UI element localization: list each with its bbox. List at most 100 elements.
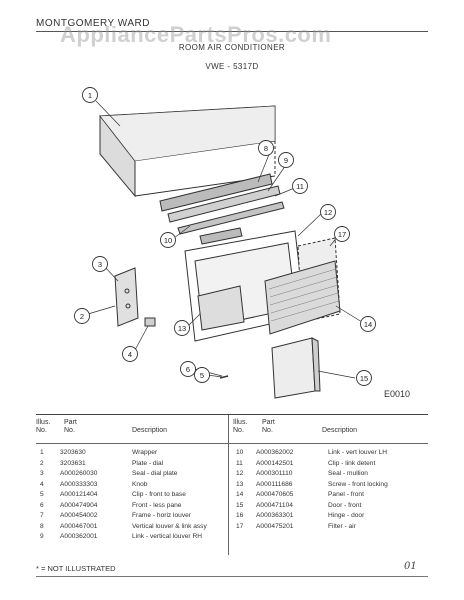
table-row: 15 A000471104 Door - front (232, 502, 422, 510)
front-panel-drawing (264, 237, 341, 335)
callout-4: 4 (122, 346, 138, 362)
callout-label: 17 (338, 230, 346, 239)
col-header-part-right: Part No. (262, 419, 275, 434)
part-description: Clip - link detent (328, 459, 376, 467)
part-description: Seal - mullion (328, 470, 368, 477)
table-row: 11 A000142501 Clip - link detent (232, 460, 422, 468)
part-description: Screw - front locking (328, 480, 388, 488)
table-row: 16 A000363301 Hinge - door (232, 512, 422, 520)
part-description: Seal - dial plate (132, 470, 178, 477)
bottom-rule (36, 576, 428, 577)
callout-11: 11 (292, 178, 308, 194)
part-number: A000363301 (256, 512, 294, 519)
callout-2: 2 (74, 308, 90, 324)
site-watermark: AppliancePartsPros.com (60, 22, 332, 47)
callout-13: 13 (174, 320, 190, 336)
part-description: Filter - air (328, 522, 356, 530)
table-row: 7 A000454002 Frame - horiz louver (36, 512, 226, 520)
table-row: 8 A000467001 Vertical louver & link assy (36, 523, 226, 531)
part-number: A000111686 (256, 480, 293, 488)
item-number: 8 (40, 522, 44, 530)
callout-label: 3 (98, 260, 102, 269)
table-column-divider (228, 415, 229, 555)
callout-label: 9 (284, 156, 288, 165)
col-header-item: Illus. No. (36, 419, 51, 434)
model-number: VWE - 5317D (205, 62, 259, 71)
col-header-item-right: Illus. No. (233, 419, 248, 434)
callout-label: 1 (88, 91, 92, 100)
callout-14: 14 (360, 316, 376, 332)
item-number: 16 (236, 512, 244, 519)
callout-10: 10 (160, 232, 176, 248)
item-number: 12 (236, 470, 244, 477)
callout-label: 6 (186, 365, 190, 374)
item-number: 11 (236, 459, 243, 467)
item-number: 9 (40, 533, 44, 540)
callout-label: 14 (364, 320, 372, 329)
part-description: Door - front (328, 501, 362, 509)
part-number: 3203630 (60, 449, 86, 456)
item-number: 6 (40, 501, 44, 509)
callout-5: 5 (194, 367, 210, 383)
handwritten-mark: 01 (404, 561, 417, 572)
item-number: 2 (40, 459, 44, 467)
brand-name: MONTGOMERY WARD (36, 18, 150, 29)
callout-label: 4 (128, 350, 132, 359)
part-number: A000121404 (60, 491, 98, 498)
callout-label: 2 (80, 312, 84, 321)
item-number: 5 (40, 491, 44, 498)
part-number: 3203631 (60, 459, 86, 467)
diagram-code: E0010 (384, 389, 411, 399)
callout-15: 15 (356, 370, 372, 386)
col-header-part: Part No. (64, 419, 77, 434)
col-header-description: Description (132, 427, 168, 434)
louver-assembly-drawing (159, 173, 285, 235)
part-description: Panel - front (328, 491, 364, 498)
table-row: 13 A000111686 Screw - front locking (232, 481, 422, 489)
part-description: Front - less pane (132, 501, 182, 509)
callout-9: 9 (278, 152, 294, 168)
part-number: A000333303 (60, 480, 98, 488)
wrapper-drawing (99, 105, 276, 198)
item-number: 7 (40, 512, 44, 519)
item-number: 17 (236, 522, 244, 530)
item-number: 15 (236, 501, 244, 509)
part-description: Wrapper (132, 449, 158, 456)
table-row: 3 A000260030 Seal - dial plate (36, 470, 226, 478)
callout-label: 8 (264, 144, 268, 153)
part-description: Vertical louver & link assy (132, 522, 207, 530)
table-header-rule (36, 443, 428, 444)
part-description: Hinge - door (328, 512, 365, 519)
part-description: Link - vertical louver RH (132, 533, 202, 540)
part-description: Link - vert louver LH (328, 449, 387, 456)
callout-label: 5 (200, 371, 204, 380)
table-row: 6 A000474904 Front - less pane (36, 502, 226, 510)
part-number: A000260030 (60, 470, 98, 477)
part-number: A000454002 (60, 512, 98, 519)
part-number: A000467001 (60, 522, 98, 530)
callout-17: 17 (334, 226, 350, 242)
callout-label: 10 (164, 236, 172, 245)
part-number: A000474904 (60, 501, 98, 509)
part-description: Frame - horiz louver (132, 512, 191, 519)
item-number: 3 (40, 470, 44, 477)
part-number: A000142501 (256, 459, 294, 467)
callout-label: 12 (324, 208, 332, 217)
header-rule (36, 31, 428, 32)
item-number: 13 (236, 480, 244, 488)
document-title: ROOM AIR CONDITIONER (178, 43, 286, 52)
callout-12: 12 (320, 204, 336, 220)
door-drawing (271, 337, 321, 399)
callout-3: 3 (92, 256, 108, 272)
part-number: A000471104 (256, 501, 293, 509)
callout-6: 6 (180, 361, 196, 377)
part-number: A000470605 (256, 491, 294, 498)
